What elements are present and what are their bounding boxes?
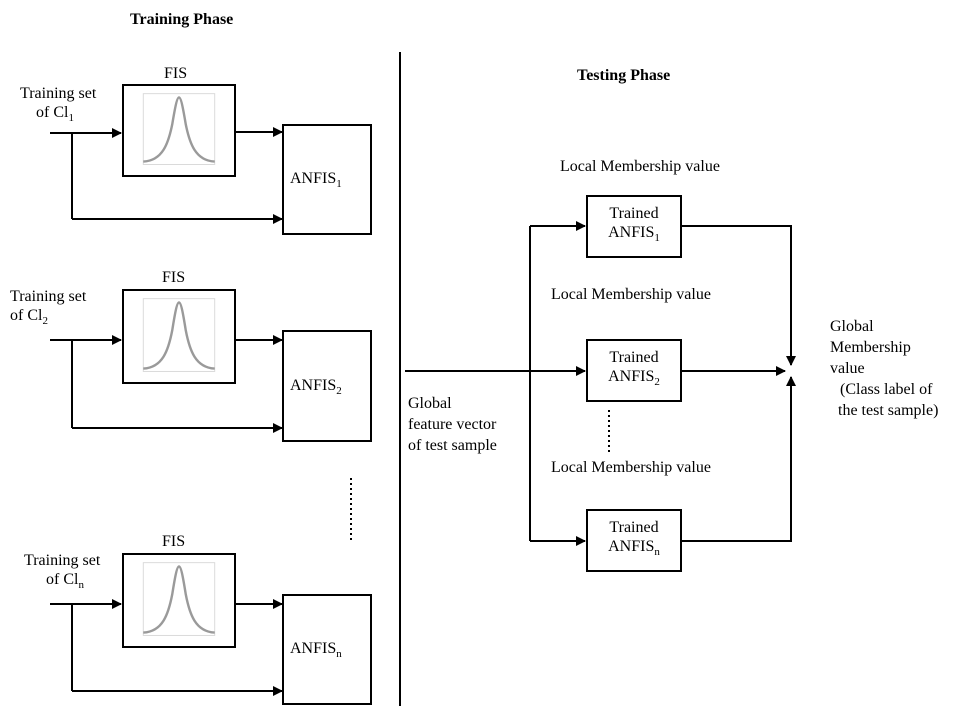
fis-box-2: [122, 289, 236, 384]
trained-1-output: [682, 225, 796, 366]
anfis-box-1: ANFIS1: [282, 124, 372, 235]
fis-label-n: FIS: [162, 533, 186, 550]
trained-label-1: Trained: [609, 205, 659, 222]
anfis-label-2: ANFIS: [290, 377, 337, 394]
training-group-2: [50, 335, 283, 433]
gaussian-curve-icon: [142, 93, 216, 165]
trained-n-output: [682, 376, 796, 542]
trained-anfis-box-n: Trained ANFISn: [586, 509, 682, 572]
trained-label-2: Trained: [609, 349, 659, 366]
trained-anfis-label-1: ANFIS: [608, 224, 655, 241]
training-phase-title: Training Phase: [130, 11, 234, 28]
trained-anfis-label-n: ANFIS: [608, 538, 655, 555]
testing-connectors: [405, 221, 796, 546]
training-group-1: [50, 127, 283, 224]
gaussian-curve-icon: [142, 298, 216, 372]
trained-anfis-box-1: Trained ANFIS1: [586, 195, 682, 258]
fis-label-2: FIS: [162, 269, 186, 286]
training-group-n: [50, 599, 283, 696]
local-membership-label-2: Local Membership value: [551, 286, 711, 303]
fis-label-1: FIS: [164, 65, 188, 82]
testing-phase-title: Testing Phase: [577, 67, 671, 84]
anfis-box-2: ANFIS2: [282, 330, 372, 442]
gaussian-curve-icon: [142, 562, 216, 636]
anfis-box-n: ANFISn: [282, 594, 372, 705]
training-set-label-2: Training set of Cl2: [10, 288, 87, 327]
local-membership-label-1: Local Membership value: [560, 158, 720, 175]
trained-anfis-box-2: Trained ANFIS2: [586, 339, 682, 402]
global-membership-output-label: Global Membership value (Class label of …: [830, 318, 939, 419]
global-feature-vector-label: Global feature vector of test sample: [408, 395, 497, 454]
anfis-label-1: ANFIS: [290, 170, 337, 187]
trained-label-n: Trained: [609, 519, 659, 536]
anfis-label-n: ANFIS: [290, 640, 337, 657]
fis-box-n: [122, 553, 236, 648]
training-set-label-1: Training set of Cl1: [20, 85, 97, 124]
trained-anfis-label-2: ANFIS: [608, 368, 655, 385]
local-membership-label-3: Local Membership value: [551, 459, 711, 476]
training-set-label-n: Training set of Cln: [24, 552, 101, 591]
fis-box-1: [122, 84, 236, 177]
